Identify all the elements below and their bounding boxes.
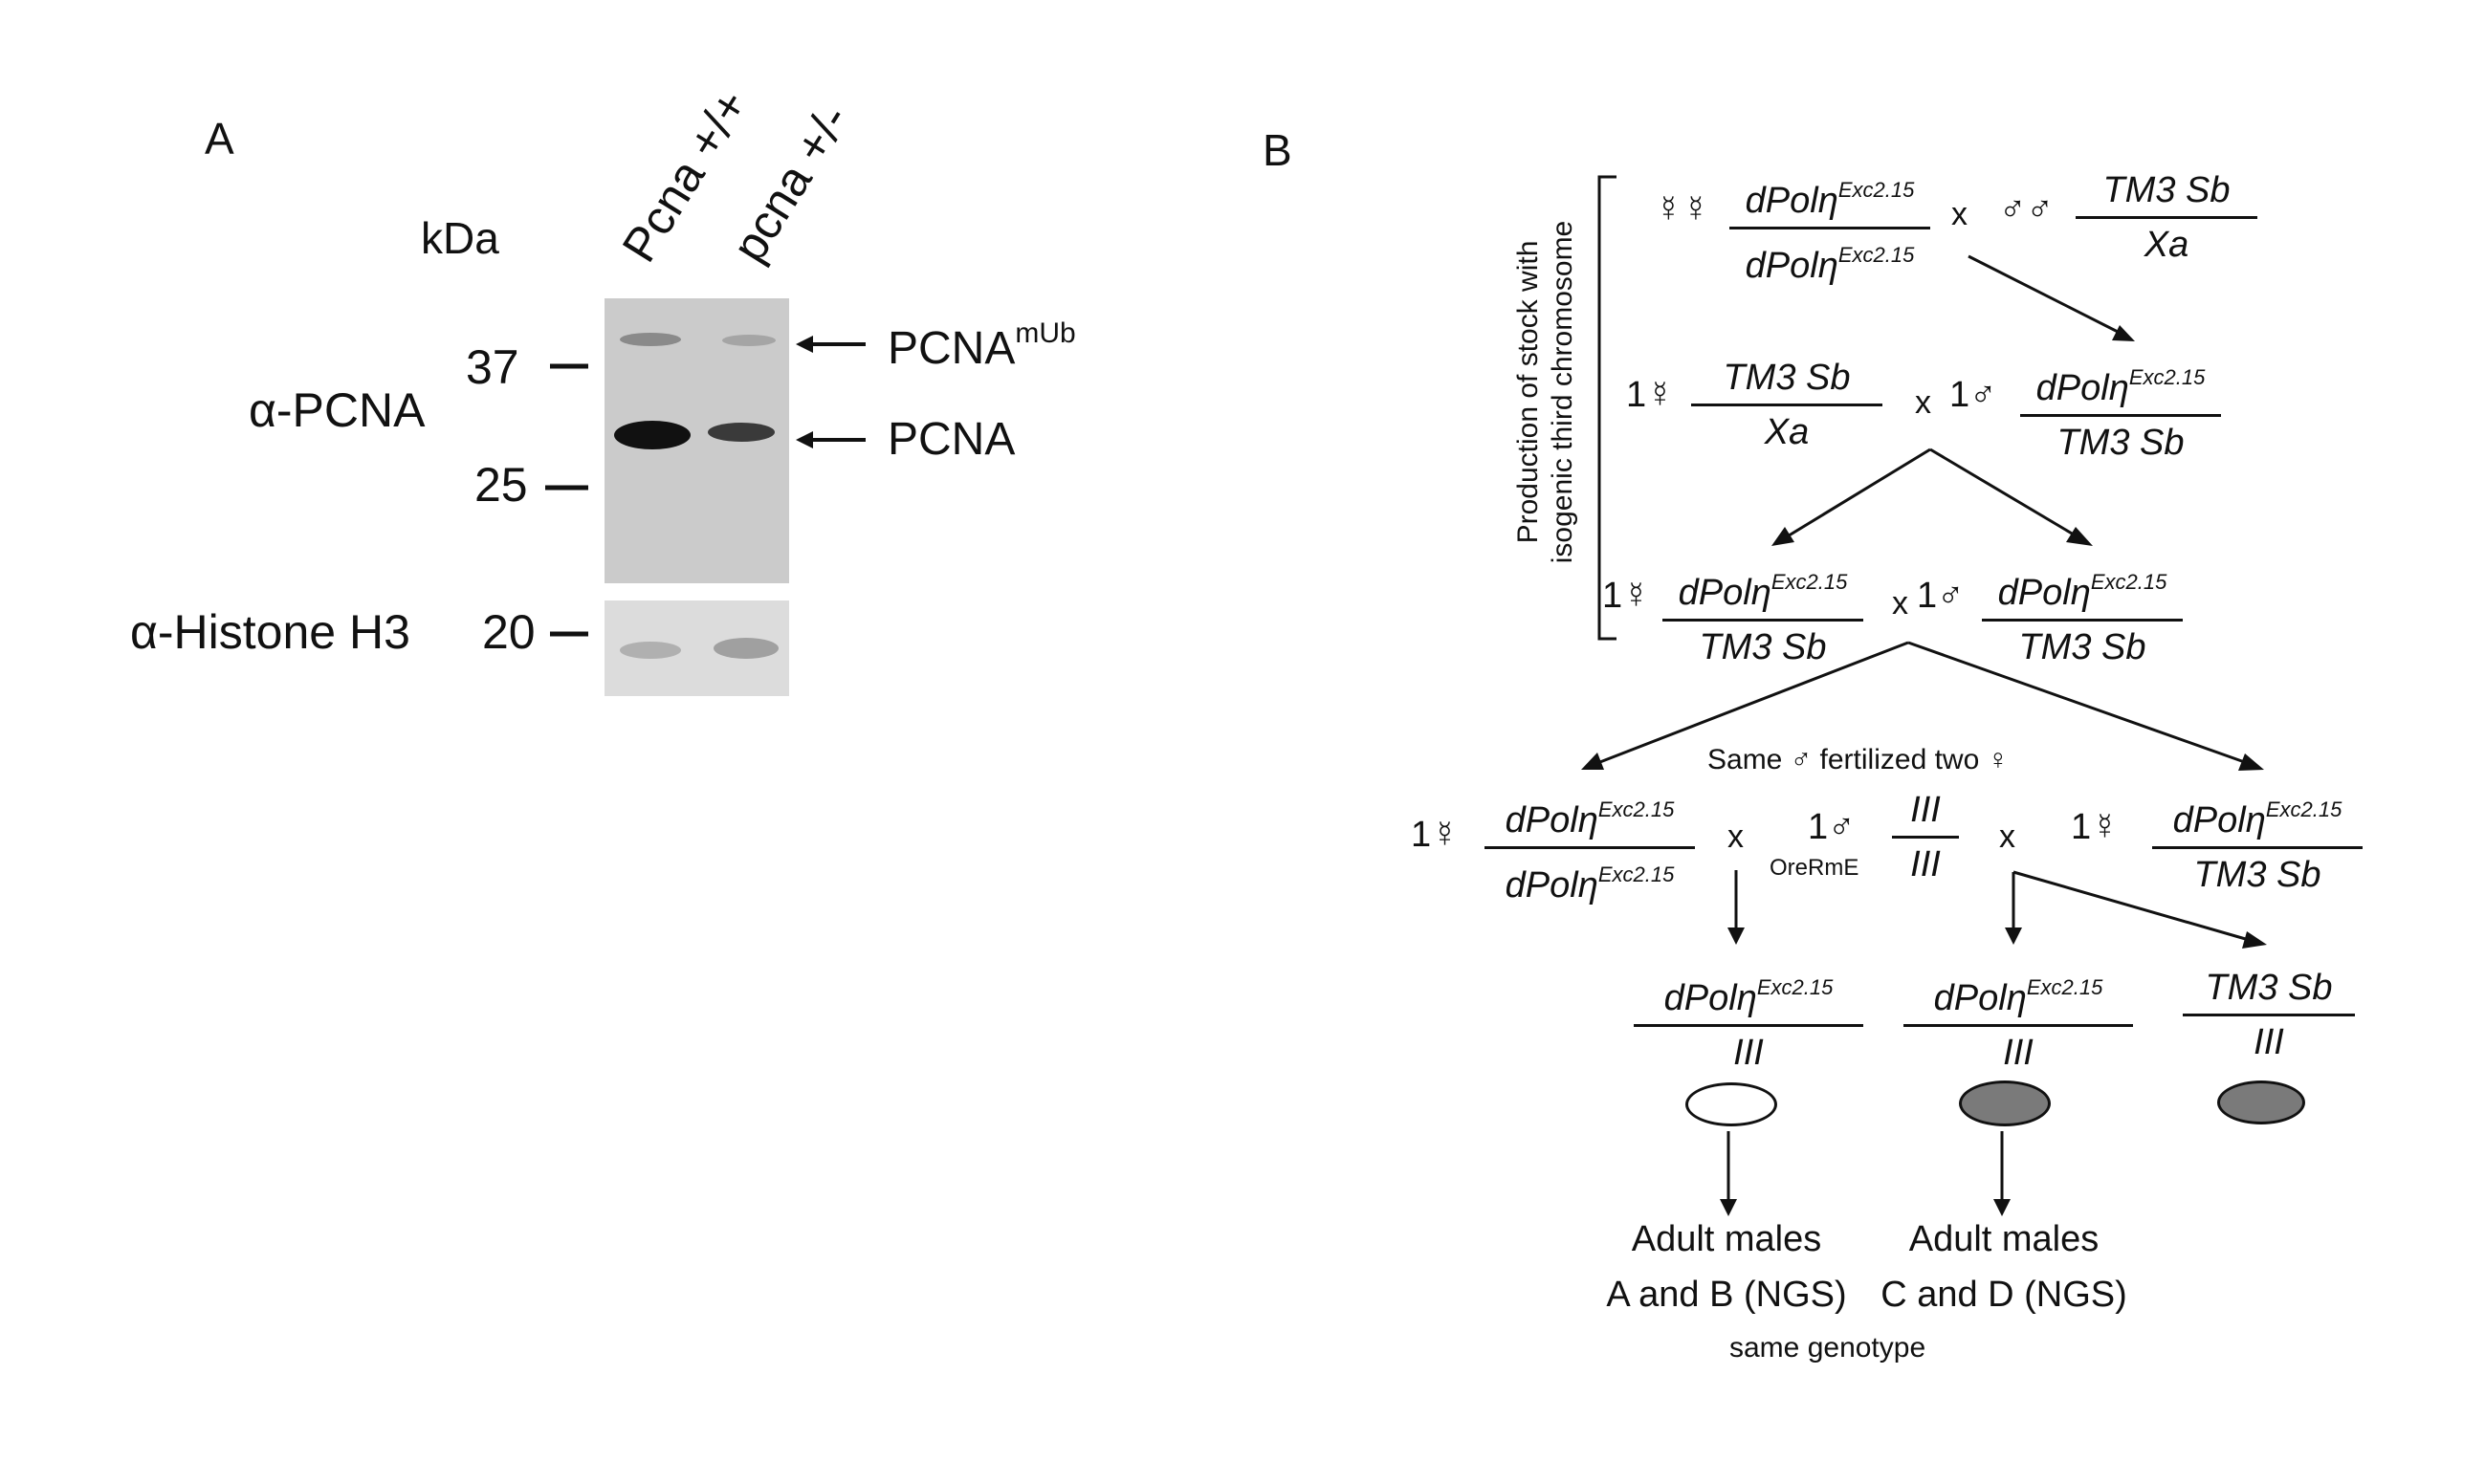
row1-female-symbol: ☿☿ [1655,189,1709,229]
band-pcna-wt [614,421,691,449]
row1-cross: x [1951,196,1968,232]
row3-male-genotype: dPolηExc2.15 TM3 Sb [1982,556,2183,673]
egg-grey-1 [1959,1080,2051,1126]
egg-white [1685,1082,1777,1126]
band-pcna-het [708,423,775,442]
row4-female-symbol: 1☿ [1411,815,1459,855]
band-pcna-mub-het [722,335,776,346]
footer-same-genotype: same genotype [1729,1332,1926,1364]
kda-label: kDa [421,213,499,263]
offspring-genotype-1: dPolηExc2.15 III [1634,962,1863,1079]
bracket [1597,175,1616,641]
row3-female-symbol: 1☿ [1602,576,1650,616]
row3-female-genotype: dPolηExc2.15 TM3 Sb [1662,556,1863,673]
panel-a-letter: A [205,114,234,164]
result-males-cd: Adult males C and D (NGS) [1880,1219,2127,1315]
row4-male-symbol: 1♂ [1808,807,1856,847]
row1-male-genotype: TM3 Sb Xa [2076,164,2257,271]
row4-female-genotype: dPolηExc2.15 dPolηExc2.15 [1484,784,1695,911]
row3-cross: x [1892,585,1908,622]
row4-male-genotype: III III [1892,784,1959,890]
antibody-histone-h3: α-Histone H3 [130,605,410,659]
row1-female-genotype: dPolηExc2.15 dPolηExc2.15 [1729,164,1930,292]
result-males-ab: Adult males A and B (NGS) [1606,1219,1847,1315]
marker-37: 37 [466,340,519,394]
band-h3-wt [620,642,681,659]
panel-b-letter: B [1263,125,1292,175]
row4-note: Same ♂ fertilized two ♀ [1707,744,2010,775]
row4-male-strain: OreRmE [1770,855,1859,881]
row2-cross: x [1915,384,1931,421]
marker-25: 25 [474,458,528,512]
band-pcna-mub-wt [620,333,681,346]
band-label-pcna-mub: PCNAmUb [888,317,1076,374]
band-label-pcna: PCNA [888,414,1016,465]
marker-20: 20 [482,605,536,659]
band-h3-het [714,638,779,659]
egg-grey-2 [2217,1080,2305,1124]
row2-male-genotype: dPolηExc2.15 TM3 Sb [2020,352,2221,469]
row4-female2-genotype: dPolηExc2.15 TM3 Sb [2152,784,2363,901]
row4-cross-2: x [1999,818,2015,855]
row4-cross-1: x [1727,818,1744,855]
row2-male-symbol: 1♂ [1949,375,1997,415]
offspring-genotype-3: TM3 Sb III [2183,962,2355,1068]
offspring-genotype-2: dPolηExc2.15 III [1903,962,2133,1079]
row2-female-genotype: TM3 Sb Xa [1691,352,1882,458]
row4-female2-symbol: 1☿ [2071,807,2119,847]
row1-male-symbol: ♂♂ [1999,189,2054,229]
antibody-pcna: α-PCNA [249,383,426,437]
row2-female-symbol: 1☿ [1626,375,1674,415]
row3-male-symbol: 1♂ [1917,576,1965,616]
